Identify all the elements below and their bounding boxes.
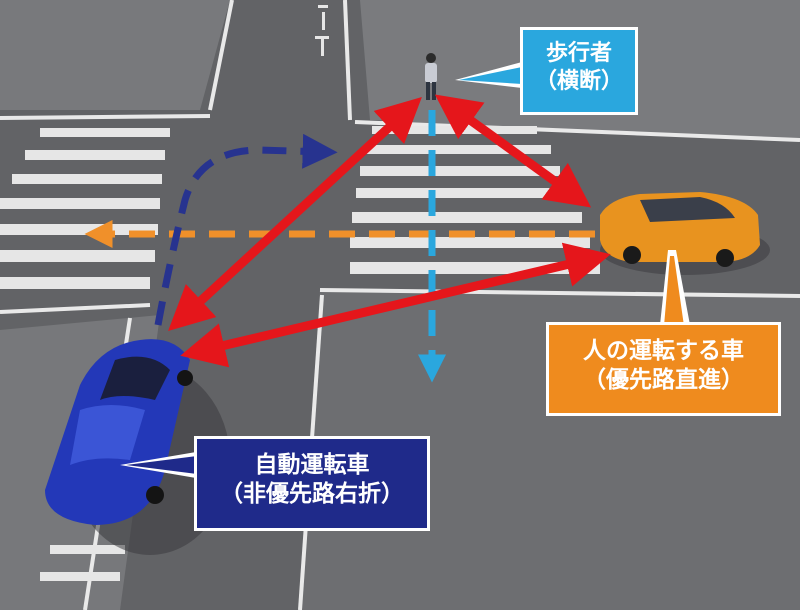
human-car-label: 人の運転する車	[583, 338, 744, 364]
arrow-auto-human	[180, 242, 611, 368]
human-car-callout: 人の運転する車 （優先路直進）	[546, 322, 781, 416]
pedestrian-sublabel: （横断）	[534, 68, 623, 94]
crosswalk-left	[0, 128, 170, 289]
human-car-sublabel: （優先路直進）	[583, 366, 744, 393]
pedestrian-label: 歩行者	[545, 41, 612, 66]
autonomous-car-label: 自動運転車	[254, 452, 370, 478]
autonomous-car-callout: 自動運転車 （非優先路右折）	[194, 436, 430, 531]
interaction-arrows	[168, 94, 611, 368]
autonomous-car-sublabel: （非優先路右折）	[220, 480, 404, 507]
human-driven-car	[600, 192, 770, 275]
sidewalk-top-left	[0, 0, 230, 110]
lane-markings-top	[315, 5, 329, 56]
crosswalk-bottom	[40, 545, 125, 581]
pedestrian-figure	[425, 53, 437, 100]
arrow-pedestrian-human	[434, 94, 592, 208]
pedestrian-callout: 歩行者 （横断）	[520, 27, 638, 115]
